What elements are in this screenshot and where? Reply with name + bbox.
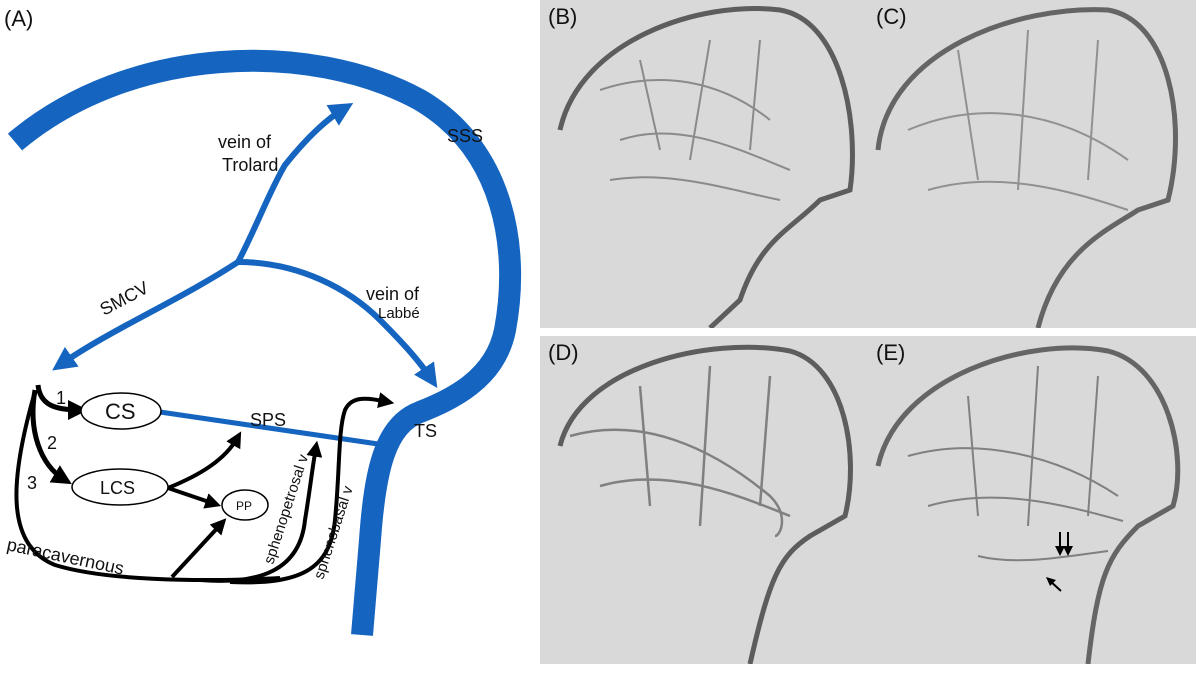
labbe-label-1: vein of: [366, 284, 420, 304]
panel-label-b: (B): [548, 4, 578, 29]
pp-label: PP: [236, 499, 252, 513]
angiogram-panel-c: (C): [868, 0, 1196, 328]
panel-label-d: (D): [548, 340, 579, 365]
sps-sinus: [159, 409, 386, 448]
panel-label-e: (E): [876, 340, 906, 365]
sphenopetrosal-route: [199, 440, 323, 583]
angiogram-panel-b: (B): [540, 0, 868, 328]
sss-sinus: [7, 49, 522, 636]
route-3-number: 3: [27, 473, 37, 493]
panel-label-c: (C): [876, 4, 907, 29]
angiogram-panel-d: (D): [540, 336, 868, 664]
cs-node: [80, 392, 162, 430]
trolard-vein: [235, 103, 354, 264]
paracavernous-label: paracavernous: [5, 534, 126, 578]
sphenopetrosal-label: sphenopetrosal v: [261, 452, 313, 566]
venous-drainage-diagram: (A) SSS vein of Trolard vein of Labbé SM…: [0, 0, 540, 672]
lcs-to-sps: [167, 431, 242, 490]
lcs-node: [71, 468, 169, 506]
sss-label: SSS: [447, 126, 483, 146]
sphenobasal-route: [229, 392, 395, 585]
arrow-icon: [1046, 577, 1062, 592]
lcs-label: LCS: [100, 478, 135, 498]
cs-label: CS: [105, 399, 136, 424]
paracavernous-to-pp: [170, 518, 227, 579]
panel-label-a: (A): [4, 6, 33, 31]
trolard-label-1: vein of: [218, 132, 272, 152]
pp-node: [221, 489, 269, 521]
route-1: [35, 384, 88, 420]
angiogram-panel-e: (E): [868, 336, 1196, 664]
labbe-vein: [237, 259, 438, 388]
sps-label: SPS: [250, 410, 286, 430]
sphenobasal-label: sphenobasal v: [311, 484, 357, 582]
labbe-label-2: Labbé: [378, 305, 420, 322]
lcs-to-pp: [167, 486, 222, 509]
trolard-label-2: Trolard: [222, 155, 278, 175]
route-1-number: 1: [56, 388, 66, 408]
double-arrow-icon: [1055, 532, 1073, 556]
smcv-vein: [52, 259, 240, 371]
ts-label: TS: [414, 421, 437, 441]
route-2-number: 2: [47, 433, 57, 453]
